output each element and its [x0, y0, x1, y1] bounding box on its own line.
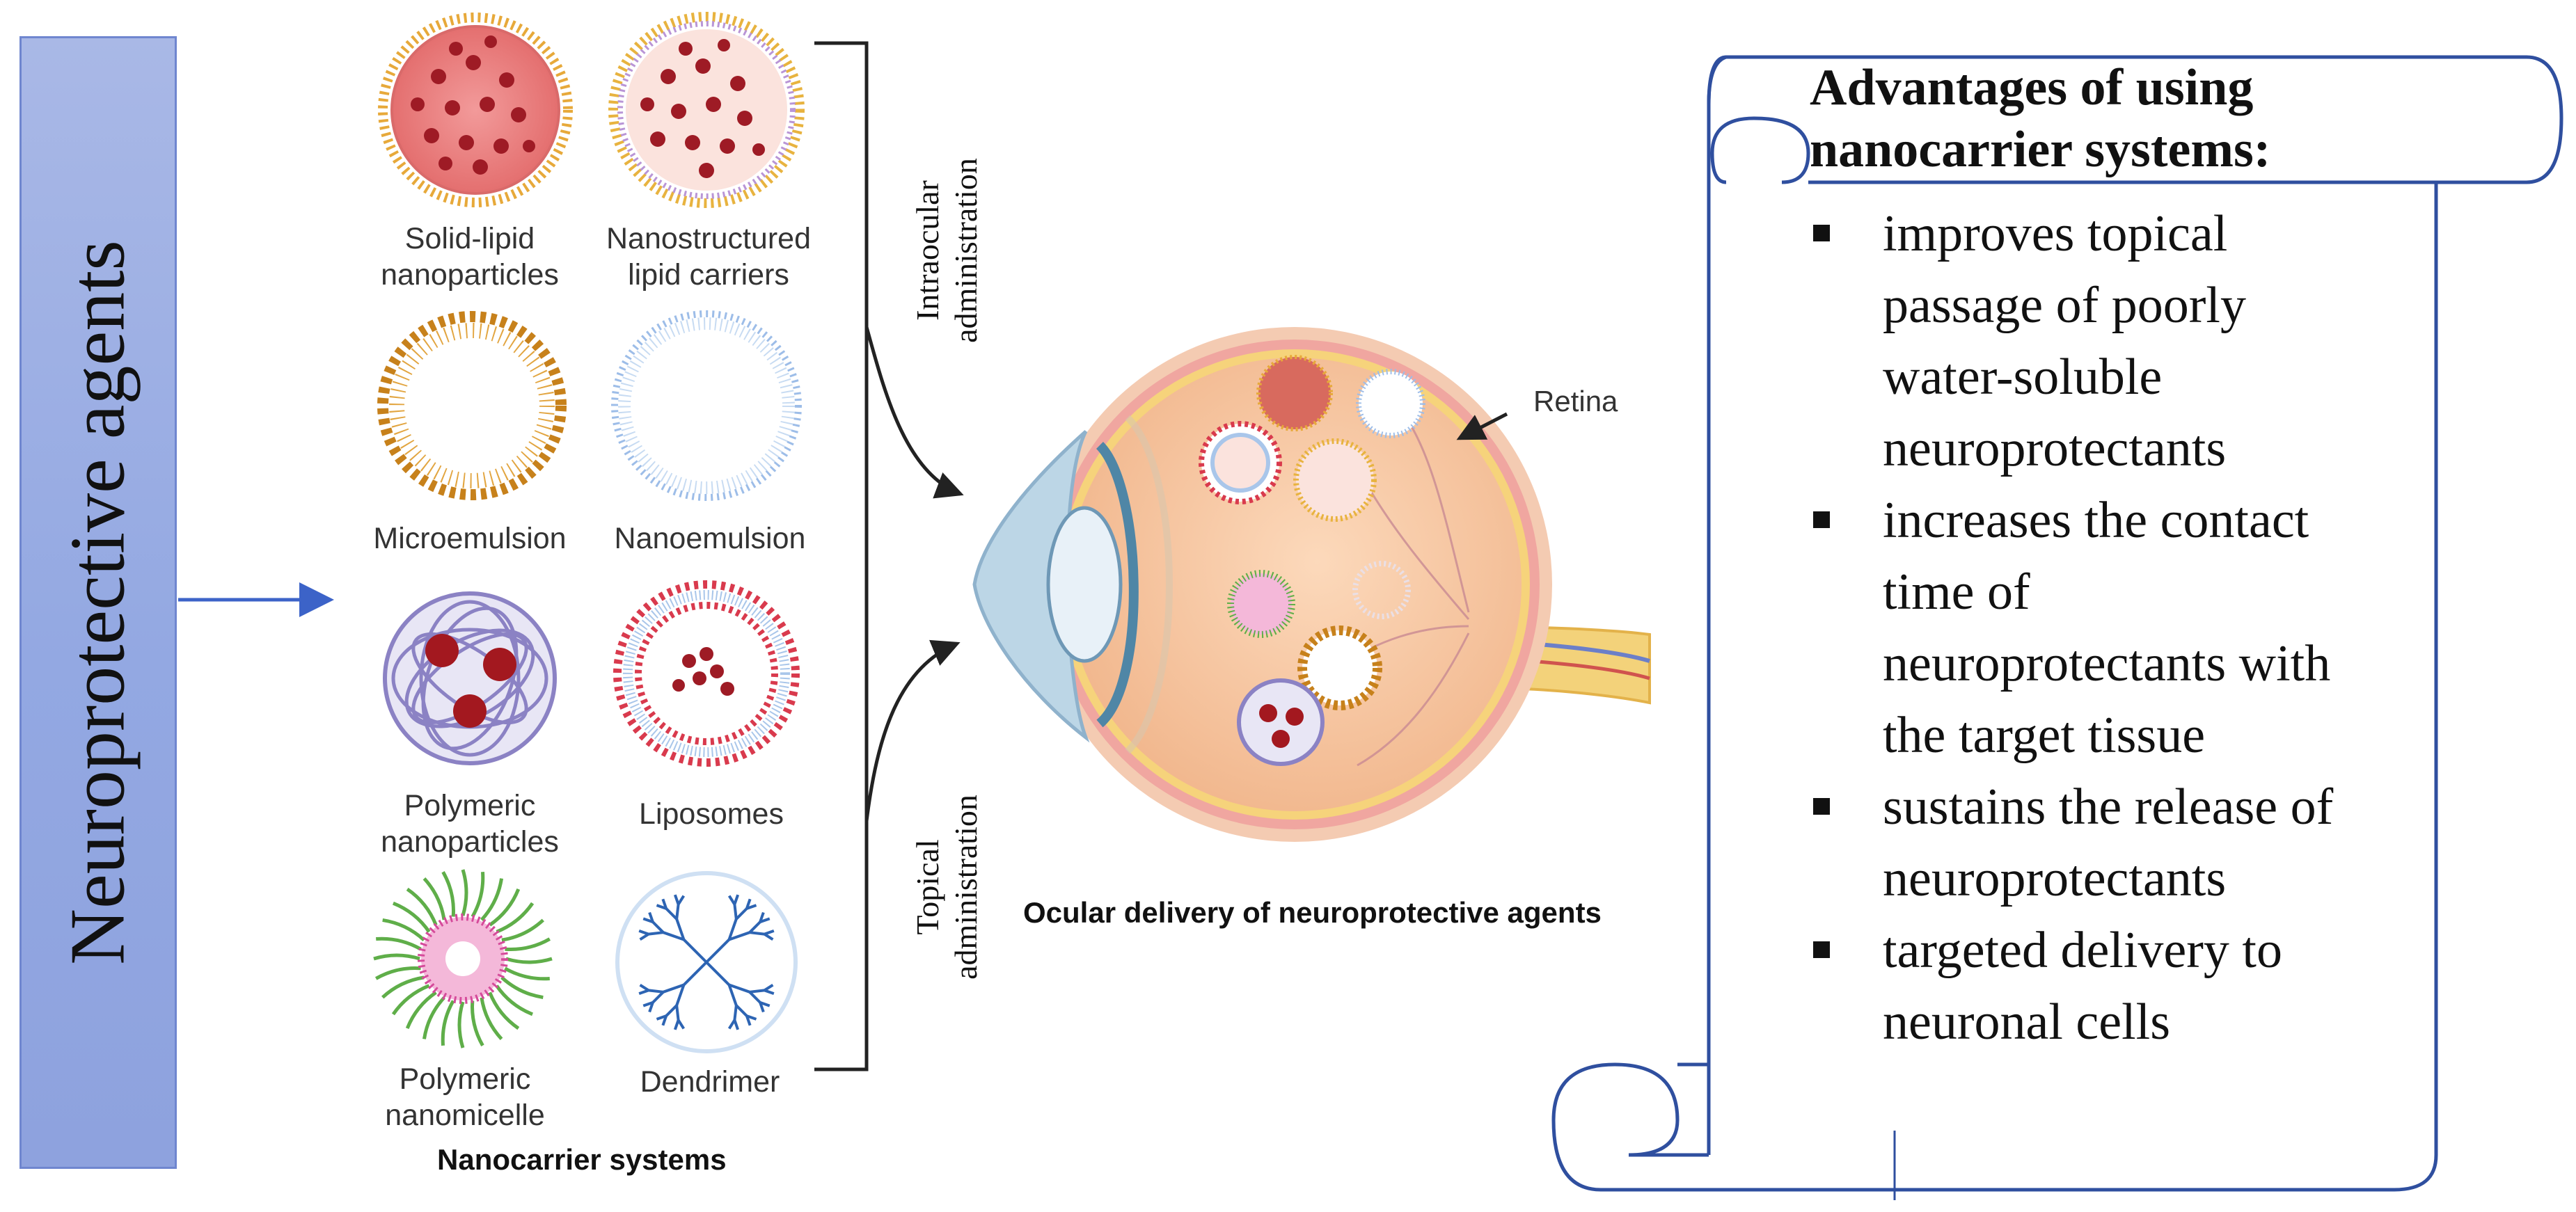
square-bullet-icon [1813, 225, 1830, 241]
neuroprotective-agents-panel [19, 36, 177, 1169]
nanocarrier-systems-caption: Nanocarrier systems [437, 1143, 727, 1176]
topical-administration-label: Topical administration [909, 795, 983, 980]
dendrimer-icon [615, 871, 798, 1053]
nanoemulsion-icon [611, 310, 802, 501]
retina-pointer-arrow [1456, 412, 1508, 440]
polymeric-nanoparticle-icon [383, 591, 557, 765]
advantage-item: increases the contact time of neuroprote… [1813, 485, 2412, 772]
square-bullet-icon [1813, 941, 1830, 958]
intraocular-arrow [864, 326, 964, 499]
eye-cross-section [972, 327, 1651, 842]
topical-arrow [864, 639, 961, 822]
liposomes-label: Liposomes [639, 797, 784, 831]
advantage-item: sustains the release of neuroprotectants [1813, 772, 2412, 915]
square-bullet-icon [1813, 798, 1830, 815]
advantages-title: Advantages of using nanocarrier systems: [1810, 59, 2271, 178]
dendrimer-label: Dendrimer [640, 1065, 780, 1099]
nanocarrier-bracket [814, 41, 869, 1071]
solid-lipid-nanoparticle-icon [378, 13, 573, 207]
nanostructured-lipid-carrier-icon [608, 12, 805, 208]
retina-label: Retina [1533, 385, 1618, 417]
intraocular-administration-label: Intraocular administration [909, 158, 983, 343]
polymeric-nanomicelle-label: Polymeric nanomicelle [385, 1062, 545, 1132]
advantage-text: increases the contact time of neuroprote… [1883, 492, 2331, 764]
advantage-text: targeted delivery to neuronal cells [1883, 922, 2282, 1051]
advantage-text: improves topical passage of poorly water… [1883, 205, 2246, 477]
ocular-delivery-caption: Ocular delivery of neuroprotective agent… [1023, 896, 1602, 929]
microemulsion-icon [377, 311, 567, 500]
advantage-item: improves topical passage of poorly water… [1813, 198, 2412, 485]
neuroprotective-agents-title: Neuroprotective agents [54, 240, 141, 965]
advantages-list: improves topical passage of poorly water… [1813, 198, 2412, 1058]
polymeric-nanoparticles-label: Polymeric nanoparticles [381, 789, 559, 859]
liposome-icon [613, 580, 800, 767]
polymeric-nanomicelle-icon [373, 869, 553, 1048]
square-bullet-icon [1813, 511, 1830, 528]
solid-lipid-nanoparticles-label: Solid-lipid nanoparticles [381, 222, 559, 292]
nanoemulsion-label: Nanoemulsion [614, 522, 806, 555]
nanostructured-lipid-carriers-label: Nanostructured lipid carriers [606, 222, 811, 292]
microemulsion-label: Microemulsion [373, 522, 567, 555]
advantages-scroll-frame [1551, 55, 2563, 1200]
advantage-item: targeted delivery to neuronal cells [1813, 915, 2412, 1058]
advantage-text: sustains the release of neuroprotectants [1883, 779, 2334, 907]
